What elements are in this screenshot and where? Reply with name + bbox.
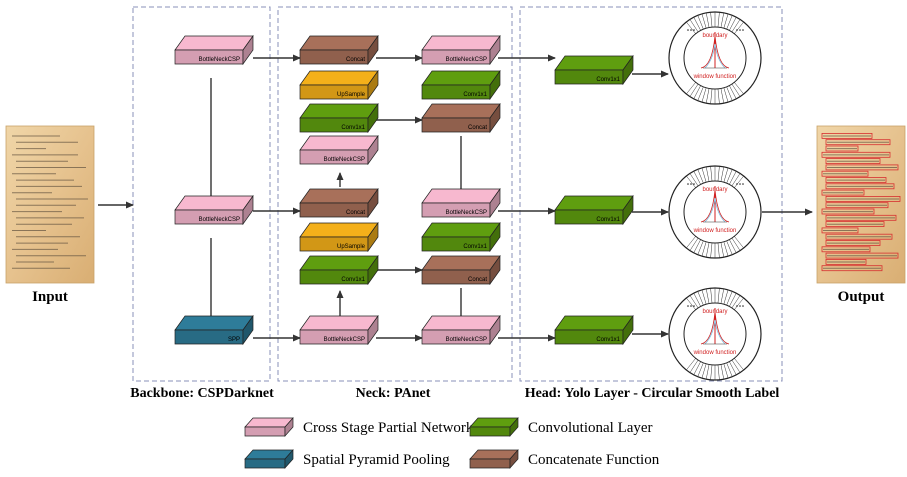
csl-ring-2: boundary window function <box>668 165 762 259</box>
neck-csp-block-2-label: BottleNeckCSP <box>324 337 365 343</box>
neck-csp-block-1-label: BottleNeckCSP <box>324 157 365 163</box>
neck-csp-block-2: BottleNeckCSP <box>299 314 379 346</box>
neck-concat-block-2-label: Concat <box>346 210 365 216</box>
detection-box <box>821 246 871 253</box>
csl-window-label: window function <box>693 228 737 234</box>
backbone-spp-block: SPP <box>174 314 254 346</box>
neck-concat-block-1-label: Concat <box>346 57 365 63</box>
input-title: Input <box>32 289 68 305</box>
neck-csp-block-4-label: BottleNeckCSP <box>446 210 487 216</box>
detection-box <box>825 233 893 240</box>
detection-box <box>825 177 887 183</box>
neck-title: Neck: PAnet <box>356 386 431 401</box>
neck-csp-block-1: BottleNeckCSP <box>299 134 379 166</box>
detection-box <box>825 252 899 259</box>
backbone-csp-block-mid: BottleNeckCSP <box>174 194 254 226</box>
head-conv-block-3: Conv1x1 <box>554 314 634 346</box>
detection-box <box>825 202 889 209</box>
neck-csp-block-3-label: BottleNeckCSP <box>446 57 487 63</box>
legend-item-1: Cross Stage Partial Network <box>244 417 474 437</box>
backbone-spp-block-label: SPP <box>228 337 240 343</box>
csl-boundary-label: boundary <box>702 33 727 39</box>
neck-conv-block-4-label: Conv1x1 <box>463 244 487 250</box>
neck-conv-block-2: Conv1x1 <box>299 254 379 286</box>
detection-box <box>821 132 873 139</box>
neck-upsample-block-1-label: UpSample <box>337 92 366 98</box>
csl-gaussian-curve <box>700 189 730 223</box>
csl-gaussian-curve <box>700 311 730 345</box>
legend-label: Spatial Pyramid Pooling <box>303 452 450 468</box>
head-conv-block-1: Conv1x1 <box>554 54 634 86</box>
output-document-image <box>816 125 906 284</box>
legend-label: Cross Stage Partial Network <box>303 420 474 436</box>
neck-concat-block-2: Concat <box>299 187 379 219</box>
neck-conv-block-1: Conv1x1 <box>299 102 379 134</box>
detection-box <box>821 265 883 272</box>
csl-boundary-label: boundary <box>702 187 727 193</box>
detection-box <box>825 214 897 221</box>
head-conv-block-1-label: Conv1x1 <box>596 77 620 83</box>
head-conv-block-3-label: Conv1x1 <box>596 337 620 343</box>
backbone-title: Backbone: CSPDarknet <box>130 386 274 401</box>
detection-box <box>825 164 899 171</box>
legend-label: Concatenate Function <box>528 452 660 468</box>
backbone-csp-block-top: BottleNeckCSP <box>174 34 254 66</box>
neck-conv-block-4: Conv1x1 <box>421 221 501 253</box>
neck-conv-block-1-label: Conv1x1 <box>341 125 365 131</box>
backbone-csp-block-top-label: BottleNeckCSP <box>199 57 240 63</box>
head-panel <box>519 6 783 382</box>
neck-concat-block-4: Concat <box>421 254 501 286</box>
detection-box <box>825 240 881 246</box>
neck-csp-block-3: BottleNeckCSP <box>421 34 501 66</box>
csl-gaussian-curve <box>700 35 730 69</box>
detection-box <box>825 158 881 165</box>
neck-conv-block-3-label: Conv1x1 <box>463 92 487 98</box>
detection-box <box>821 189 865 196</box>
neck-upsample-block-2-label: UpSample <box>337 244 366 250</box>
detection-box <box>821 170 869 177</box>
neck-csp-block-5-label: BottleNeckCSP <box>446 337 487 343</box>
head-title: Head: Yolo Layer - Circular Smooth Label <box>525 386 780 401</box>
neck-concat-block-3-label: Concat <box>468 125 487 131</box>
legend-label: Convolutional Layer <box>528 420 653 436</box>
csl-window-label: window function <box>693 74 737 80</box>
neck-panel <box>277 6 513 382</box>
neck-concat-block-4-label: Concat <box>468 277 487 283</box>
neck-concat-block-1: Concat <box>299 34 379 66</box>
backbone-panel <box>132 6 271 382</box>
detection-box <box>825 258 867 265</box>
head-conv-block-2-label: Conv1x1 <box>596 217 620 223</box>
detection-box <box>825 221 885 228</box>
detection-box <box>825 145 859 152</box>
neck-csp-block-4: BottleNeckCSP <box>421 187 501 219</box>
detection-box <box>821 208 875 215</box>
detection-box <box>825 183 895 190</box>
legend-item-3: Convolutional Layer <box>469 417 653 437</box>
legend-item-2: Spatial Pyramid Pooling <box>244 449 450 469</box>
detection-box <box>825 139 891 146</box>
backbone-csp-block-mid-label: BottleNeckCSP <box>199 217 240 223</box>
detection-box <box>821 151 891 158</box>
neck-conv-block-3: Conv1x1 <box>421 69 501 101</box>
csl-ring-1: boundary window function <box>668 11 762 105</box>
neck-csp-block-5: BottleNeckCSP <box>421 314 501 346</box>
neck-upsample-block-1: UpSample <box>299 69 379 101</box>
csl-ring-3: boundary window function <box>668 287 762 381</box>
detection-box <box>825 195 901 202</box>
csl-boundary-label: boundary <box>702 309 727 315</box>
detection-box <box>821 227 859 234</box>
output-title: Output <box>838 289 885 305</box>
legend-item-4: Concatenate Function <box>469 449 660 469</box>
csl-window-label: window function <box>693 350 737 356</box>
input-document-image <box>5 125 95 284</box>
neck-conv-block-2-label: Conv1x1 <box>341 277 365 283</box>
neck-concat-block-3: Concat <box>421 102 501 134</box>
head-conv-block-2: Conv1x1 <box>554 194 634 226</box>
neck-upsample-block-2: UpSample <box>299 221 379 253</box>
